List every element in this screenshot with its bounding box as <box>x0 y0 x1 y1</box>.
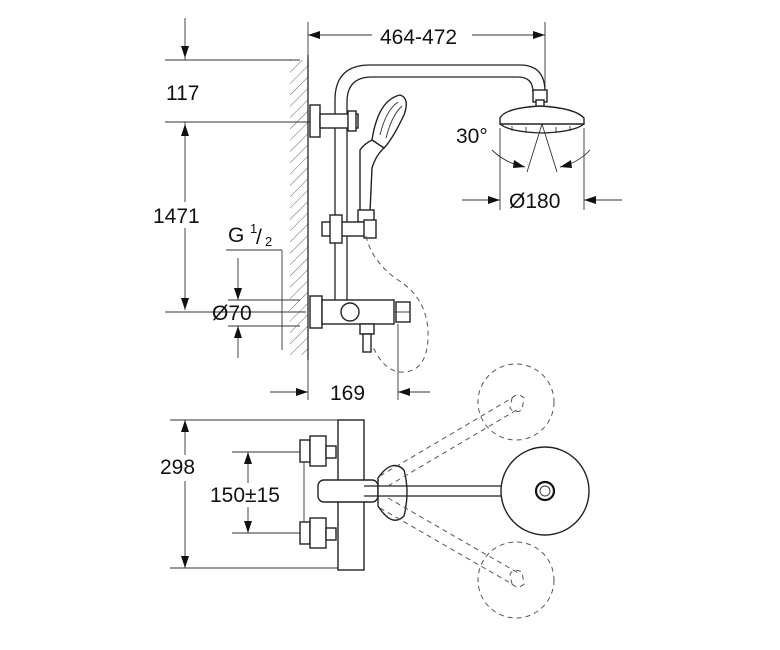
thread-denominator: 2 <box>265 234 272 249</box>
span-label: 464-472 <box>380 26 457 49</box>
hand-shower <box>357 94 407 223</box>
span-dimension: 464-472 <box>307 22 546 95</box>
depth-label: 298 <box>160 456 195 479</box>
shower-head <box>499 89 585 134</box>
plan-wall-connectors <box>299 435 337 549</box>
spray-angle-dimension: 30° <box>456 123 591 173</box>
thread-numerator: 1 <box>250 221 257 236</box>
thread-slash: / <box>256 226 262 249</box>
head-diameter-label: Ø180 <box>509 190 560 213</box>
upper-wall-bracket <box>309 104 321 138</box>
swivel-positions <box>379 363 555 619</box>
height-label: 1471 <box>153 205 200 228</box>
plan-view: 298 150±15 <box>160 363 590 619</box>
plan-shower-head <box>500 446 590 536</box>
thermostatic-mixer <box>309 295 411 353</box>
centers-label: 150±15 <box>210 484 280 507</box>
thread-label: G 1 / 2 <box>226 221 283 350</box>
head-diameter-dimension: Ø180 <box>462 128 622 213</box>
slide-holder <box>321 214 377 244</box>
mixer-diameter-dimension: Ø70 <box>212 258 306 358</box>
angle-label: 30° <box>456 125 488 148</box>
top-offset-label: 117 <box>166 82 199 105</box>
shower-hose <box>365 235 429 373</box>
centers-dimension: 150±15 <box>205 451 306 534</box>
height-dimensions: 117 1471 <box>150 18 318 313</box>
outlet-label: 169 <box>330 382 365 405</box>
mixer-diameter-label: Ø70 <box>212 302 252 325</box>
shower-riser <box>309 64 546 310</box>
elevation-view: 464-472 117 1471 G 1 / 2 <box>150 18 622 405</box>
wall <box>290 55 309 360</box>
depth-dimension: 298 <box>160 419 345 569</box>
outlet-dimension: 169 <box>270 324 430 405</box>
thread-prefix: G <box>228 224 244 247</box>
